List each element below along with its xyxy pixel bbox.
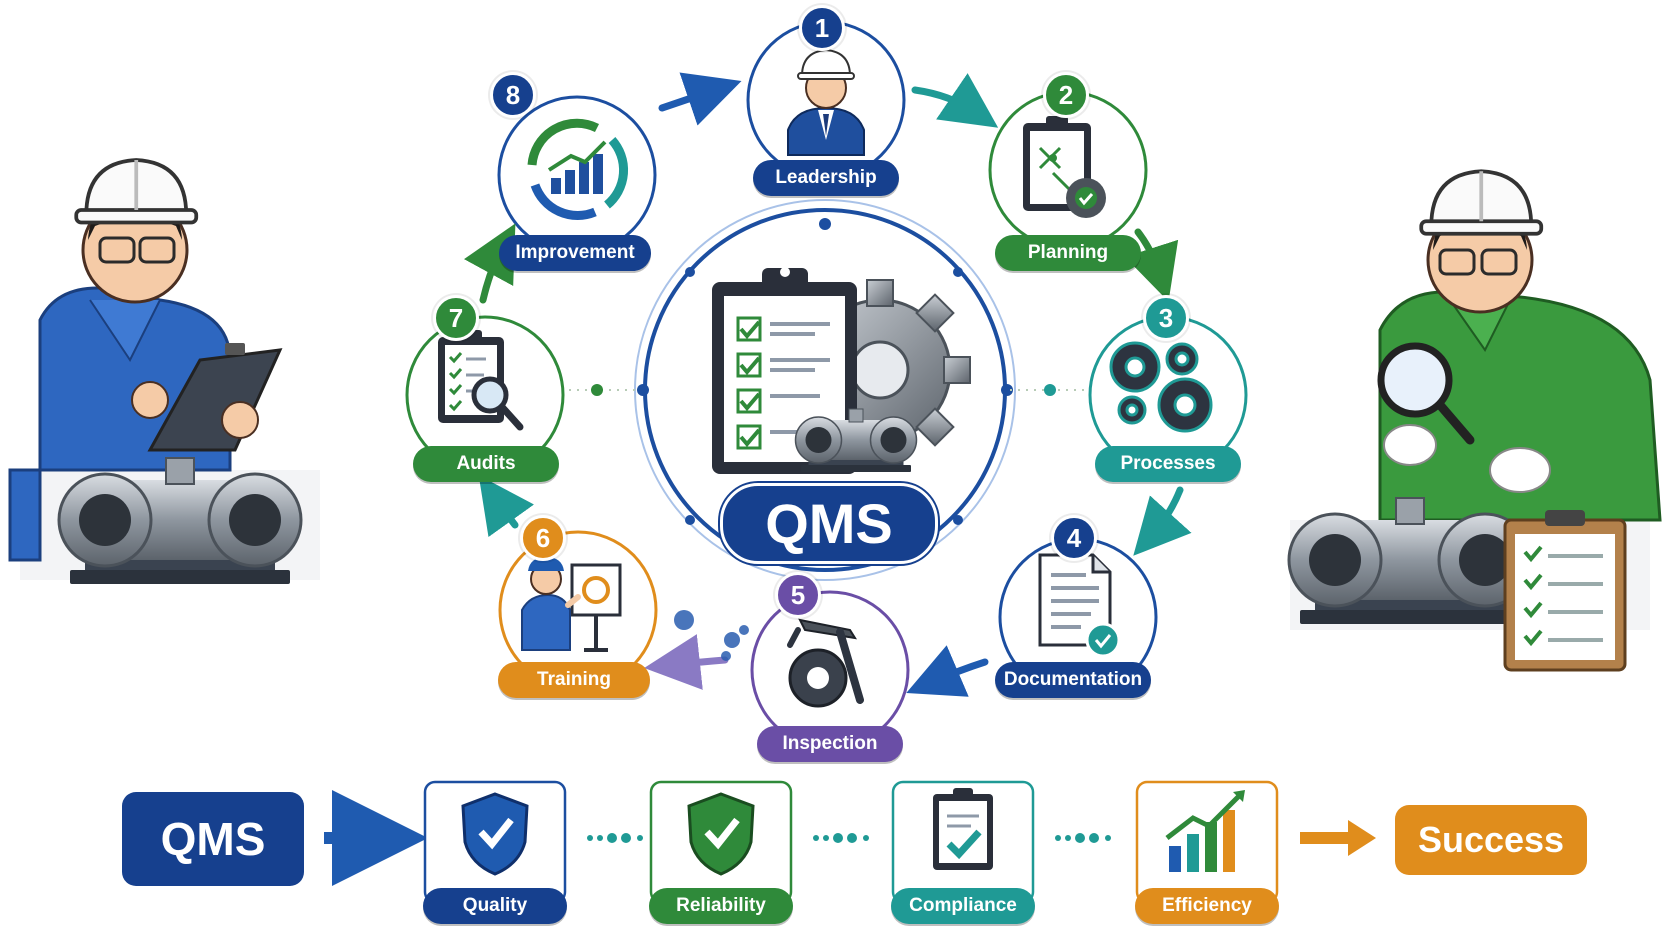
step-number-2: 2 — [1043, 72, 1089, 118]
gears-icon — [1109, 341, 1213, 433]
step-label-documentation: Documentation — [995, 662, 1151, 698]
left-inspector-figure — [8, 158, 320, 586]
outcome-label-efficiency: Efficiency — [1135, 888, 1279, 924]
step-label-leadership: Leadership — [753, 160, 899, 196]
step-label-improvement: Improvement — [499, 235, 651, 271]
splash-decoration — [674, 610, 749, 661]
step-number-7: 7 — [433, 295, 479, 341]
outcome-label-quality: Quality — [423, 888, 567, 924]
outcome-label-reliability: Reliability — [649, 888, 793, 924]
manager-icon — [787, 48, 865, 156]
outcome-label-compliance: Compliance — [891, 888, 1035, 924]
clipboard-check-icon — [933, 788, 993, 870]
shield-check-icon — [461, 792, 529, 876]
step-number-4: 4 — [1051, 515, 1097, 561]
green-shield-check-icon — [687, 792, 755, 876]
clipboard-plan-icon — [1023, 116, 1106, 218]
step-number-6: 6 — [520, 515, 566, 561]
step-number-5: 5 — [775, 572, 821, 618]
flow-start-qms: QMS — [122, 792, 304, 886]
hub-valve-icon — [794, 408, 918, 473]
right-clipboard-icon — [1503, 510, 1627, 672]
right-inspector-figure — [1287, 169, 1662, 672]
bottom-flow — [324, 780, 1376, 904]
step-label-inspection: Inspection — [757, 726, 903, 762]
step-label-processes: Processes — [1095, 446, 1241, 482]
cycle-arrows — [464, 72, 1192, 697]
step-label-training: Training — [498, 662, 650, 698]
center-qms-label: QMS — [720, 483, 938, 564]
step-label-audits: Audits — [413, 446, 559, 482]
flow-end-success: Success — [1395, 805, 1587, 875]
bar-growth-icon — [1165, 790, 1245, 872]
step-label-planning: Planning — [995, 235, 1141, 271]
audit-magnifier-icon — [438, 330, 524, 431]
step-number-1: 1 — [799, 5, 845, 51]
document-check-icon — [1038, 553, 1121, 658]
trainer-icon — [521, 557, 622, 652]
step-number-8: 8 — [490, 72, 536, 118]
step-number-3: 3 — [1143, 295, 1189, 341]
growth-cycle-icon — [527, 118, 629, 220]
central-hub — [545, 199, 1090, 581]
tools-gear-icon — [787, 618, 864, 708]
